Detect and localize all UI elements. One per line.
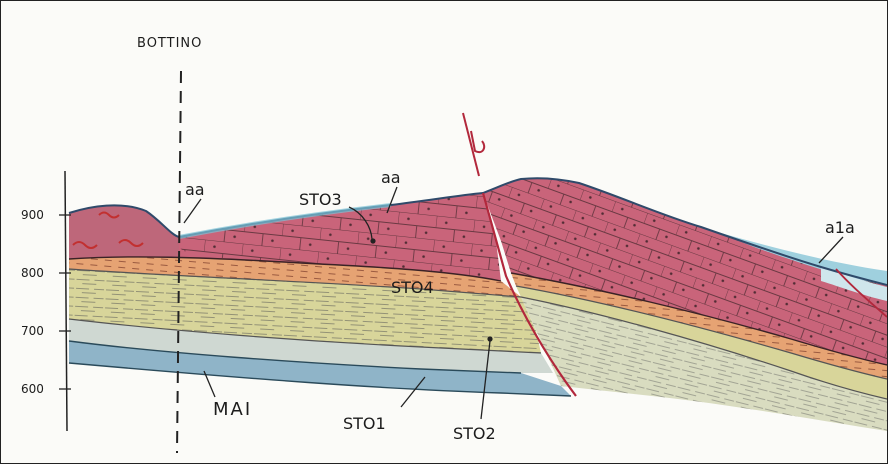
- elevation-label-900: 900: [21, 208, 44, 222]
- elevation-axis: [65, 171, 67, 431]
- point-sto2: [487, 336, 492, 341]
- elevation-label-700: 700: [21, 324, 44, 338]
- leader-aa-left: [184, 199, 201, 223]
- unit-label-a1a: a1a: [825, 218, 855, 237]
- elevation-label-800: 800: [21, 266, 44, 280]
- unit-label-sto1: STO1: [343, 414, 386, 433]
- elevation-label-600: 600: [21, 382, 44, 396]
- leader-a1a: [819, 237, 843, 263]
- unit-aa-west: [69, 205, 179, 259]
- unit-label-sto3: STO3: [299, 190, 342, 209]
- unit-label-sto2: STO2: [453, 424, 496, 443]
- unit-label-sto4: STO4: [391, 278, 434, 297]
- unit-label-aa-left: aa: [185, 180, 205, 199]
- unit-label-mai: MAI: [213, 399, 252, 420]
- unit-label-aa-center: aa: [381, 168, 401, 187]
- fault-movement-symbol: [463, 113, 484, 176]
- point-sto3: [370, 238, 375, 243]
- locality-label: BOTTINO: [137, 36, 202, 51]
